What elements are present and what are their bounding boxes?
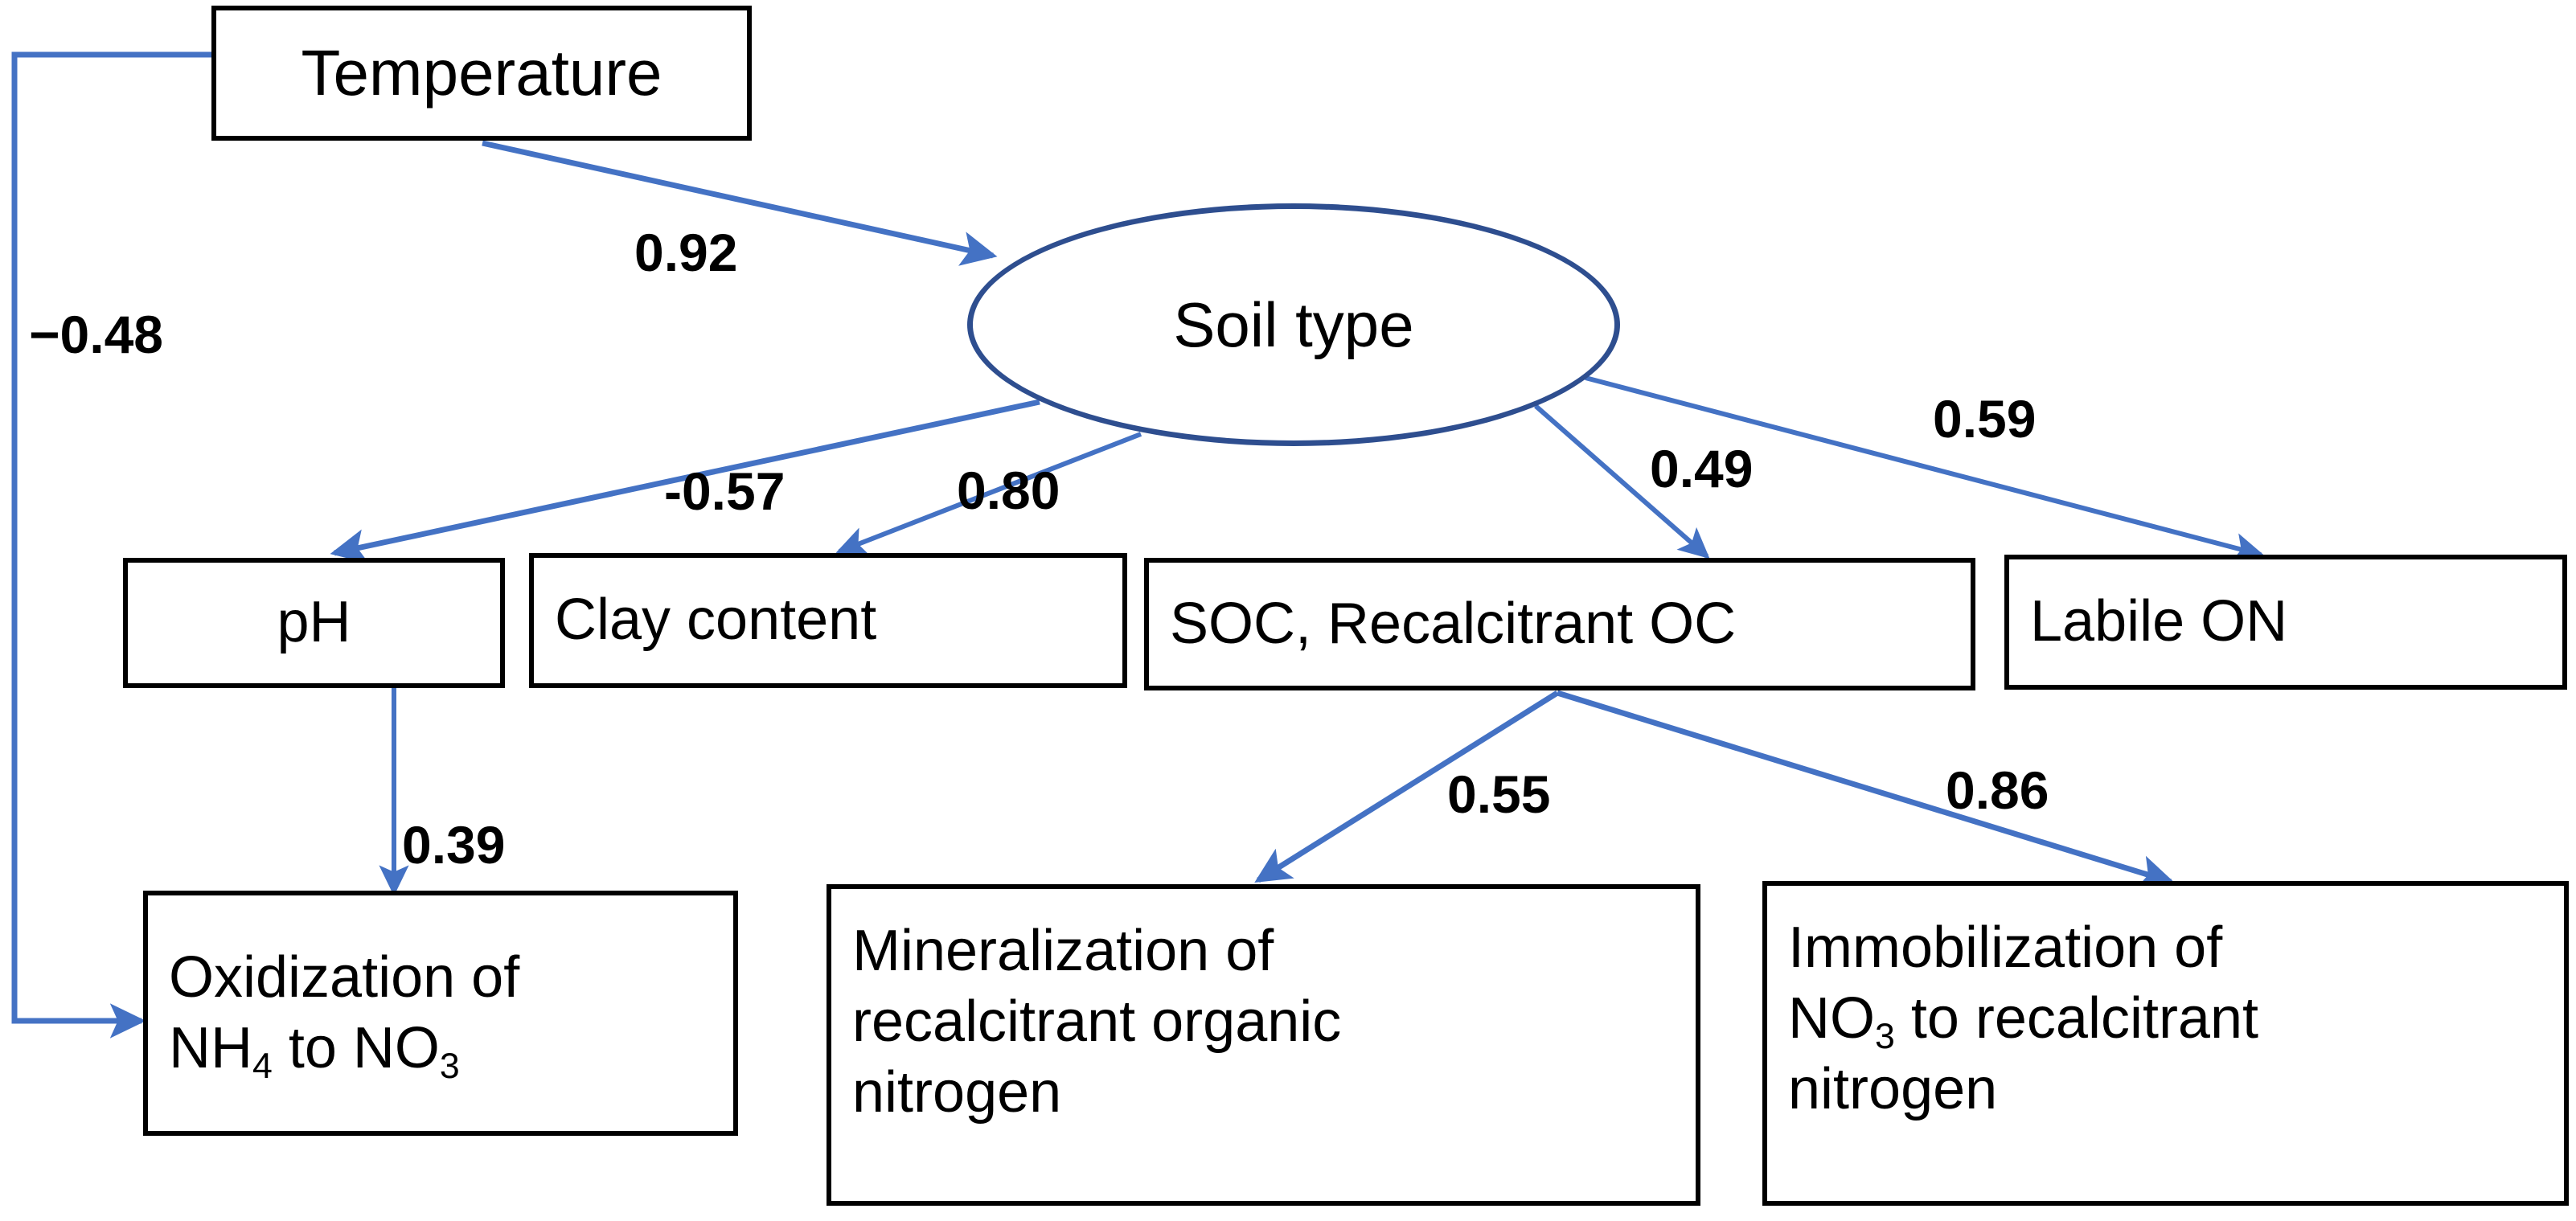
node-mineralization-line3: nitrogen xyxy=(852,1059,1062,1125)
edge-label-soil-type-to-ph: -0.57 xyxy=(664,461,786,521)
node-soil-type-label: Soil type xyxy=(1173,289,1414,360)
edge-soil-type-to-clay-content xyxy=(835,432,1142,556)
edge-soil-type-to-labile-on xyxy=(1585,375,2265,563)
edge-temperature-to-oxidization xyxy=(11,51,211,1039)
node-oxidization-to: to NO xyxy=(272,1015,440,1080)
edge-label-soc-to-immobilization: 0.86 xyxy=(1946,760,2049,820)
node-ph[interactable]: pH xyxy=(123,558,505,688)
node-ph-label: pH xyxy=(277,590,351,655)
edge-label-soc-to-mineralization: 0.55 xyxy=(1447,764,1551,824)
node-labile-on[interactable]: Labile ON xyxy=(2004,555,2567,690)
node-soc-label: SOC, Recalcitrant OC xyxy=(1170,591,1737,656)
node-oxidization-nh: NH xyxy=(169,1015,252,1080)
edge-soc-to-immobilization xyxy=(1556,690,2176,890)
node-soil-type[interactable]: Soil type xyxy=(967,203,1620,446)
edge-label-soil-type-to-labile-on: 0.59 xyxy=(1933,389,2037,449)
node-temperature[interactable]: Temperature xyxy=(211,6,752,141)
edge-label-temperature-to-oxidization: −0.48 xyxy=(29,305,163,364)
edge-label-ph-to-oxidization: 0.39 xyxy=(402,815,506,875)
node-immobilization-to: to recalcitrant xyxy=(1894,985,2259,1051)
node-mineralization-line1: Mineralization of xyxy=(852,919,1274,983)
node-immobilization-line3: nitrogen xyxy=(1788,1056,1998,1121)
node-temperature-label: Temperature xyxy=(301,37,662,109)
node-oxidization-line1: Oxidization of xyxy=(169,944,520,1010)
edge-label-temperature-to-soil-type: 0.92 xyxy=(634,223,738,282)
node-labile-on-label: Labile ON xyxy=(2030,589,2288,654)
node-oxidization-nh-sub: 4 xyxy=(252,1046,273,1086)
node-immobilization-no-sub: 3 xyxy=(1875,1017,1895,1057)
node-immobilization-no: NO xyxy=(1788,985,1875,1051)
edge-soil-type-to-ph xyxy=(330,399,1040,564)
node-mineralization-line2: recalcitrant organic xyxy=(852,989,1342,1054)
edge-soc-to-mineralization xyxy=(1254,690,1559,883)
node-oxidization-no-sub: 3 xyxy=(439,1046,460,1086)
edge-temperature-to-soil-type xyxy=(482,140,998,266)
node-immobilization-line1: Immobilization of xyxy=(1788,916,2223,980)
node-soc[interactable]: SOC, Recalcitrant OC xyxy=(1144,558,1975,690)
edge-soil-type-to-soc xyxy=(1534,404,1710,559)
edge-label-soil-type-to-soc: 0.49 xyxy=(1650,439,1754,498)
node-clay-content-label: Clay content xyxy=(555,588,877,653)
edge-label-soil-type-to-clay-content: 0.80 xyxy=(957,461,1060,520)
node-clay-content[interactable]: Clay content xyxy=(529,553,1127,688)
